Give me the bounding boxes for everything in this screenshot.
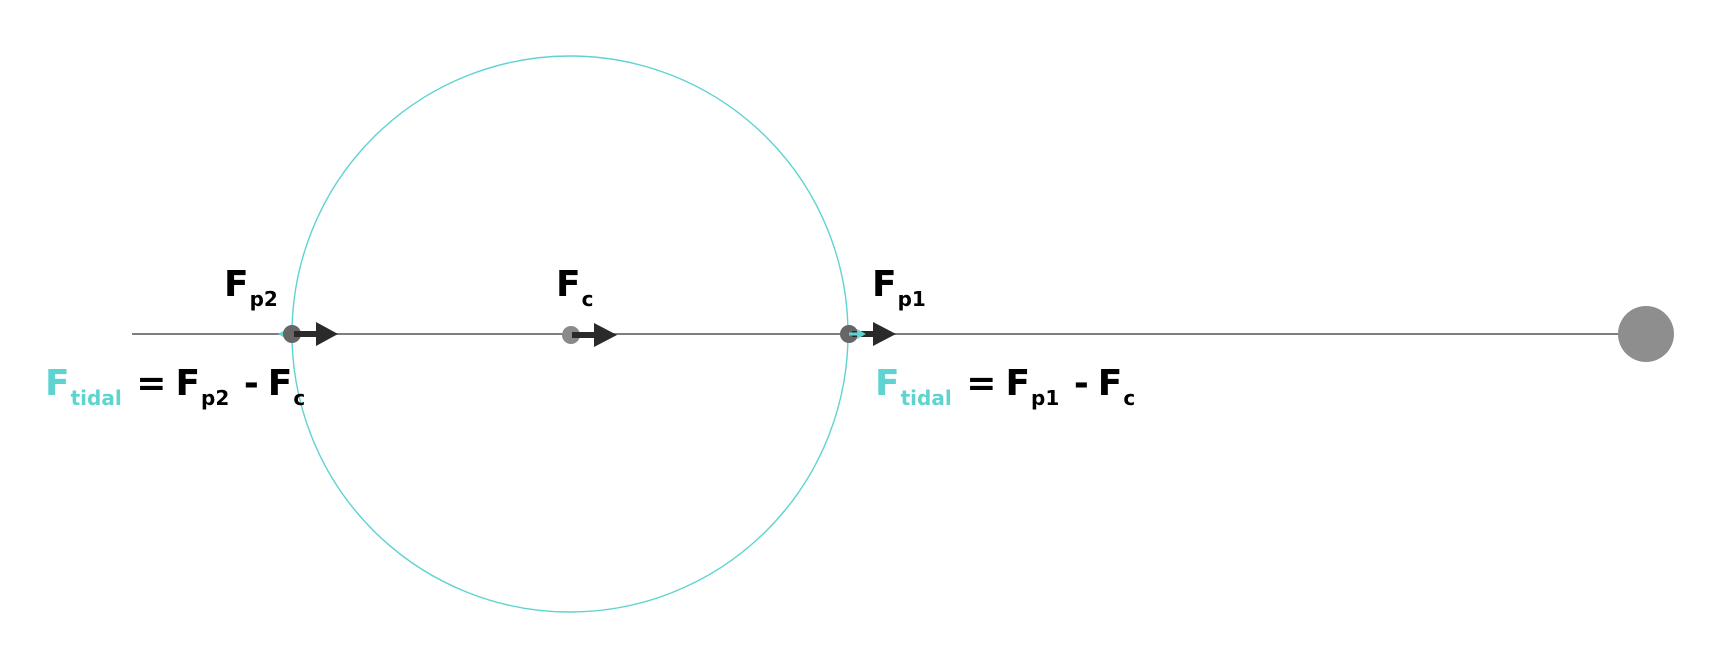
point-center [562,326,580,344]
force-arrow-c [572,323,617,347]
force-arrow-p2 [294,322,338,346]
equation-left: Ftidal =Fp2 -Fc [45,363,306,410]
label-fp1: Fp1 [872,264,926,311]
equation-right: Ftidal =Fp1 -Fc [875,363,1136,410]
label-fc: Fc [556,264,594,311]
moon [1618,306,1674,362]
tidal-arrow-right [849,329,866,339]
point-p2 [283,325,301,343]
label-fp2: Fp2 [224,264,278,311]
